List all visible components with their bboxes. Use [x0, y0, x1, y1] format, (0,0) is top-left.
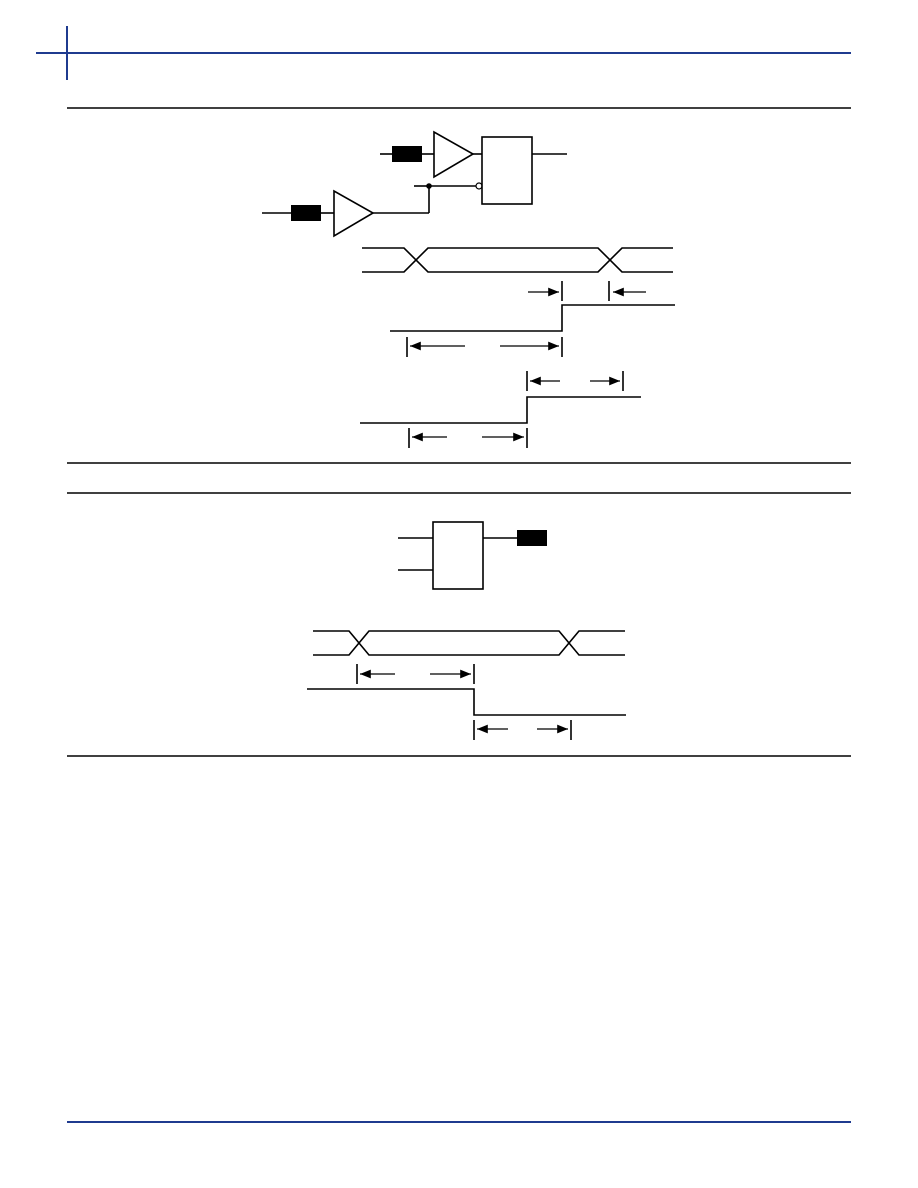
figure2-timing: [307, 630, 626, 740]
output-bus-waveform: [313, 630, 625, 656]
setup-hold-timing-figure: [67, 107, 851, 464]
lower-input-pad: [291, 205, 321, 221]
upper-input-pad: [392, 146, 422, 162]
figure2-schematic: [398, 521, 547, 590]
clock-waveform-1: [390, 304, 675, 332]
header-accent: [36, 26, 851, 80]
inverting-input-bubble: [475, 182, 483, 190]
upper-buffer-triangle: [433, 130, 475, 179]
output-block: [432, 521, 484, 590]
data-bus-waveform: [362, 247, 673, 273]
lower-buffer-triangle: [333, 189, 375, 238]
output-delay-timing-figure: [67, 492, 851, 757]
latch-block: [481, 136, 533, 205]
clock-waveform-2: [360, 396, 641, 424]
output-step-waveform: [307, 688, 626, 716]
figure1-timing: [360, 247, 675, 448]
output-pad: [517, 530, 547, 546]
figure1-schematic: [262, 130, 567, 238]
